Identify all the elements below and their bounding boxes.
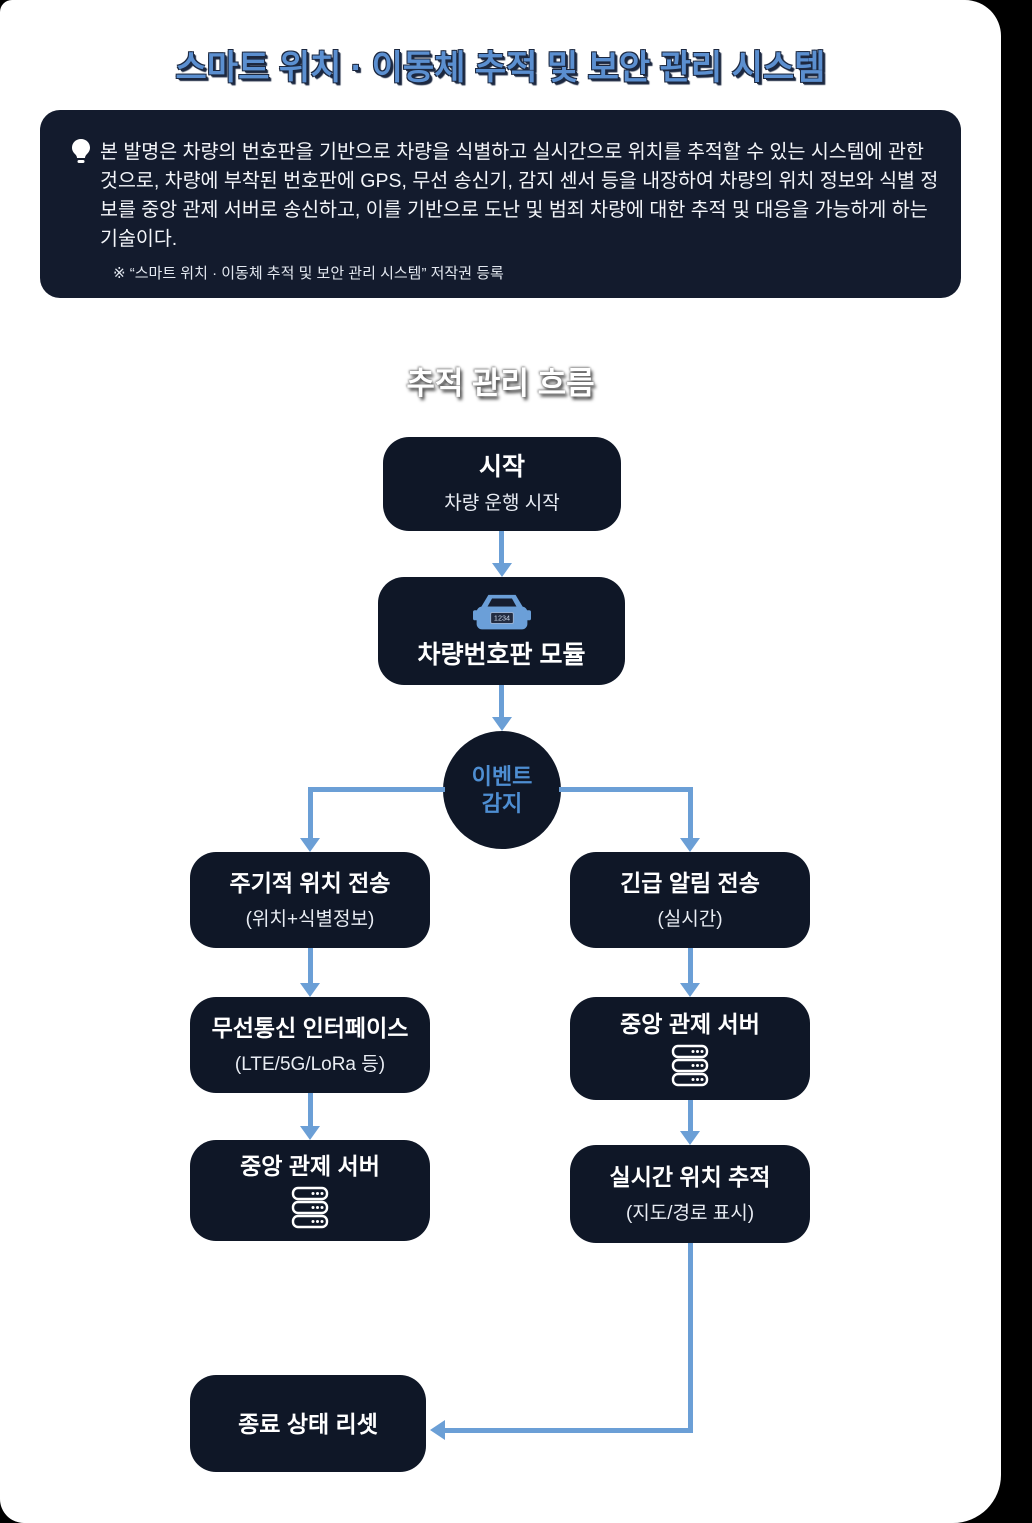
- connector-event-to-periodic: [308, 787, 313, 838]
- node-urgent-alert: 긴급 알림 전송 (실시간): [570, 852, 810, 948]
- car-icon: 1234: [472, 594, 531, 630]
- server-icon: [671, 1044, 709, 1086]
- connector-periodic-to-wireless: [308, 948, 313, 983]
- node-urgent-title: 긴급 알림 전송: [620, 870, 760, 896]
- node-plate-module-title: 차량번호판 모듈: [417, 641, 586, 669]
- connector-event-right-horizontal: [559, 787, 693, 792]
- page-title: 스마트 위치 · 이동체 추적 및 보안 관리 시스템: [175, 49, 826, 87]
- node-start: 시작 차량 운행 시작: [383, 437, 621, 531]
- arrowhead-down: [300, 838, 320, 852]
- node-wireless-subtitle: (LTE/5G/LoRa 등): [234, 1054, 386, 1075]
- connector-event-left-horizontal: [308, 787, 445, 792]
- node-realtime-subtitle: (지도/경로 표시): [625, 1203, 755, 1224]
- node-event-line1: 이벤트: [471, 764, 533, 789]
- node-urgent-subtitle: (실시간): [657, 909, 723, 930]
- summary-footnote: ※ “스마트 위치 · 이동체 추적 및 보안 관리 시스템” 저작권 등록: [113, 265, 504, 282]
- connector-urgent-to-server: [688, 948, 693, 983]
- node-start-title: 시작: [478, 453, 525, 481]
- arrowhead-down: [680, 983, 700, 997]
- flow-heading: 추적 관리 흐름: [406, 366, 595, 401]
- server-icon: [291, 1186, 329, 1228]
- node-end-reset: 종료 상태 리셋: [190, 1375, 426, 1472]
- node-central-server-right-title: 중앙 관제 서버: [620, 1010, 760, 1037]
- arrowhead-down: [300, 1126, 320, 1140]
- node-end-title: 종료 상태 리셋: [238, 1410, 378, 1437]
- node-wireless-title: 무선통신 인터페이스: [211, 1015, 409, 1041]
- connector-server-to-realtime: [688, 1100, 693, 1131]
- license-plate-number: 1234: [493, 614, 509, 623]
- node-periodic-send: 주기적 위치 전송 (위치+식별정보): [190, 852, 430, 948]
- node-periodic-subtitle: (위치+식별정보): [245, 909, 375, 930]
- summary-box: 본 발명은 차량의 번호판을 기반으로 차량을 식별하고 실시간으로 위치를 추…: [40, 110, 961, 298]
- node-realtime-tracking: 실시간 위치 추적 (지도/경로 표시): [570, 1145, 810, 1243]
- connector-plate-to-event: [499, 685, 504, 719]
- arrowhead-down: [492, 563, 512, 577]
- node-start-subtitle: 차량 운행 시작: [444, 493, 560, 514]
- arrowhead-down: [492, 717, 512, 731]
- connector-start-to-plate: [499, 531, 504, 565]
- connector-event-to-urgent: [688, 787, 693, 838]
- arrowhead-down: [680, 838, 700, 852]
- page-card: 스마트 위치 · 이동체 추적 및 보안 관리 시스템 본 발명은 차량의 번호…: [0, 0, 1001, 1523]
- lightbulb-icon: [72, 139, 90, 163]
- node-plate-module: 1234 차량번호판 모듈: [378, 577, 625, 685]
- node-central-server-left: 중앙 관제 서버: [190, 1140, 430, 1241]
- connector-to-end-horizontal: [444, 1428, 693, 1433]
- node-event-line2: 감지: [481, 791, 523, 816]
- node-periodic-title: 주기적 위치 전송: [229, 870, 391, 896]
- connector-wireless-to-server: [308, 1093, 313, 1126]
- arrowhead-down: [300, 983, 320, 997]
- node-event-detect: 이벤트 감지: [443, 731, 561, 849]
- connector-realtime-down: [688, 1243, 693, 1433]
- summary-text: 본 발명은 차량의 번호판을 기반으로 차량을 식별하고 실시간으로 위치를 추…: [100, 141, 939, 250]
- node-wireless-interface: 무선통신 인터페이스 (LTE/5G/LoRa 등): [190, 997, 430, 1093]
- node-central-server-right: 중앙 관제 서버: [570, 997, 810, 1100]
- node-central-server-left-title: 중앙 관제 서버: [240, 1152, 380, 1179]
- arrowhead-left: [430, 1420, 445, 1440]
- node-realtime-title: 실시간 위치 추적: [609, 1164, 771, 1190]
- arrowhead-down: [680, 1131, 700, 1145]
